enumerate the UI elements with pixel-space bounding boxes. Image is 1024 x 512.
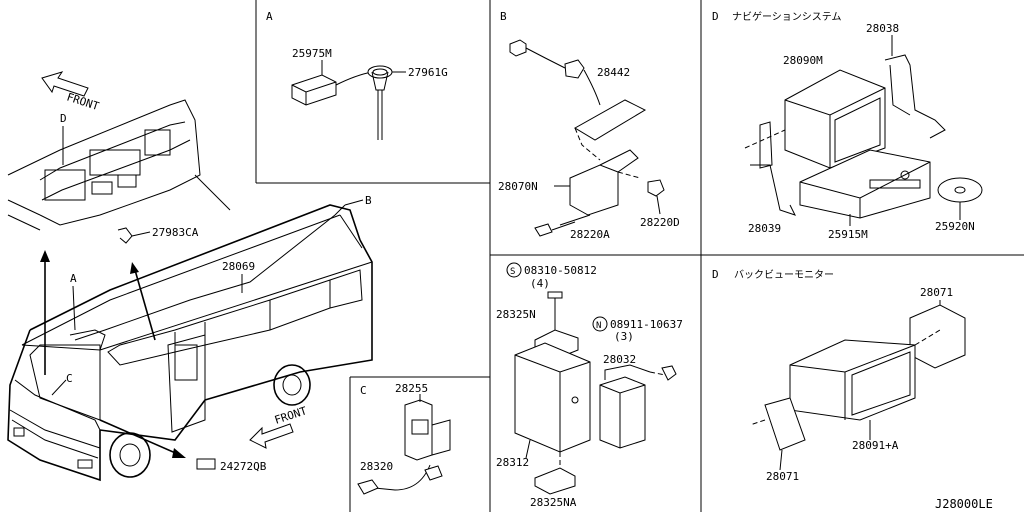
- part-28320: 28320: [360, 460, 393, 473]
- section-c-letter: C: [360, 384, 367, 397]
- diagram-code: J28000LE: [935, 497, 993, 511]
- dashboard-inset: [7, 99, 231, 231]
- part-28255: 28255: [395, 382, 428, 395]
- part-28220a: 28220A: [570, 228, 610, 241]
- section-a-letter: A: [266, 10, 273, 23]
- screw-qty: (4): [530, 277, 550, 290]
- part-28325n: 28325N: [496, 308, 536, 321]
- part-28070n: 28070N: [498, 180, 538, 193]
- svg-text:FRONT: FRONT: [273, 404, 309, 427]
- part-28039: 28039: [748, 222, 781, 235]
- part-28032: 28032: [603, 353, 636, 366]
- section-d-back-letter: D: [712, 268, 719, 281]
- part-28090m: 28090M: [783, 54, 823, 67]
- section-b-letter: B: [500, 10, 507, 23]
- part-28091a: 28091+A: [852, 439, 899, 452]
- part-28312: 28312: [496, 456, 529, 469]
- callout-b: B: [365, 194, 372, 207]
- panel-borders: [255, 0, 1024, 512]
- part-24272qb: 24272QB: [220, 460, 267, 473]
- part-28038: 28038: [866, 22, 899, 35]
- section-d-back-title: バックビューモニター: [734, 269, 834, 281]
- section-d-nav-parts: [744, 54, 983, 219]
- part-27961g: 27961G: [408, 66, 448, 79]
- bus-illustration: [7, 204, 373, 482]
- part-28220d: 28220D: [640, 216, 680, 229]
- callout-d: D: [60, 112, 67, 125]
- section-b-parts: [509, 39, 665, 237]
- section-d-back-parts: [749, 304, 966, 451]
- part-28071-bottom: 28071: [766, 470, 799, 483]
- nut-qty: (3): [614, 330, 634, 343]
- section-c-parts: [357, 399, 451, 495]
- callout-a: A: [70, 272, 77, 285]
- part-25915m: 25915M: [828, 228, 868, 241]
- section-a-parts: [291, 65, 393, 140]
- part-28069: 28069: [222, 260, 255, 273]
- screw-code: 08310-50812: [524, 264, 597, 277]
- section-d-nav-title: ナビゲーションシステム: [732, 11, 842, 23]
- part-25975m: 25975M: [292, 47, 332, 60]
- part-27983ca: 27983CA: [152, 226, 199, 239]
- section-d-nav-letter: D: [712, 10, 719, 23]
- svg-text:S: S: [510, 267, 515, 277]
- part-25920n: 25920N: [935, 220, 975, 233]
- svg-text:N: N: [596, 321, 601, 331]
- part-28325na: 28325NA: [530, 496, 577, 509]
- section-controller-parts: S N: [506, 262, 677, 495]
- nut-code: 08911-10637: [610, 318, 683, 331]
- part-28071-top: 28071: [920, 286, 953, 299]
- part-28442: 28442: [597, 66, 630, 79]
- front-arrow-top: FRONT: [41, 71, 101, 113]
- front-arrow-bottom: FRONT: [249, 404, 309, 449]
- callout-c: C: [66, 372, 73, 385]
